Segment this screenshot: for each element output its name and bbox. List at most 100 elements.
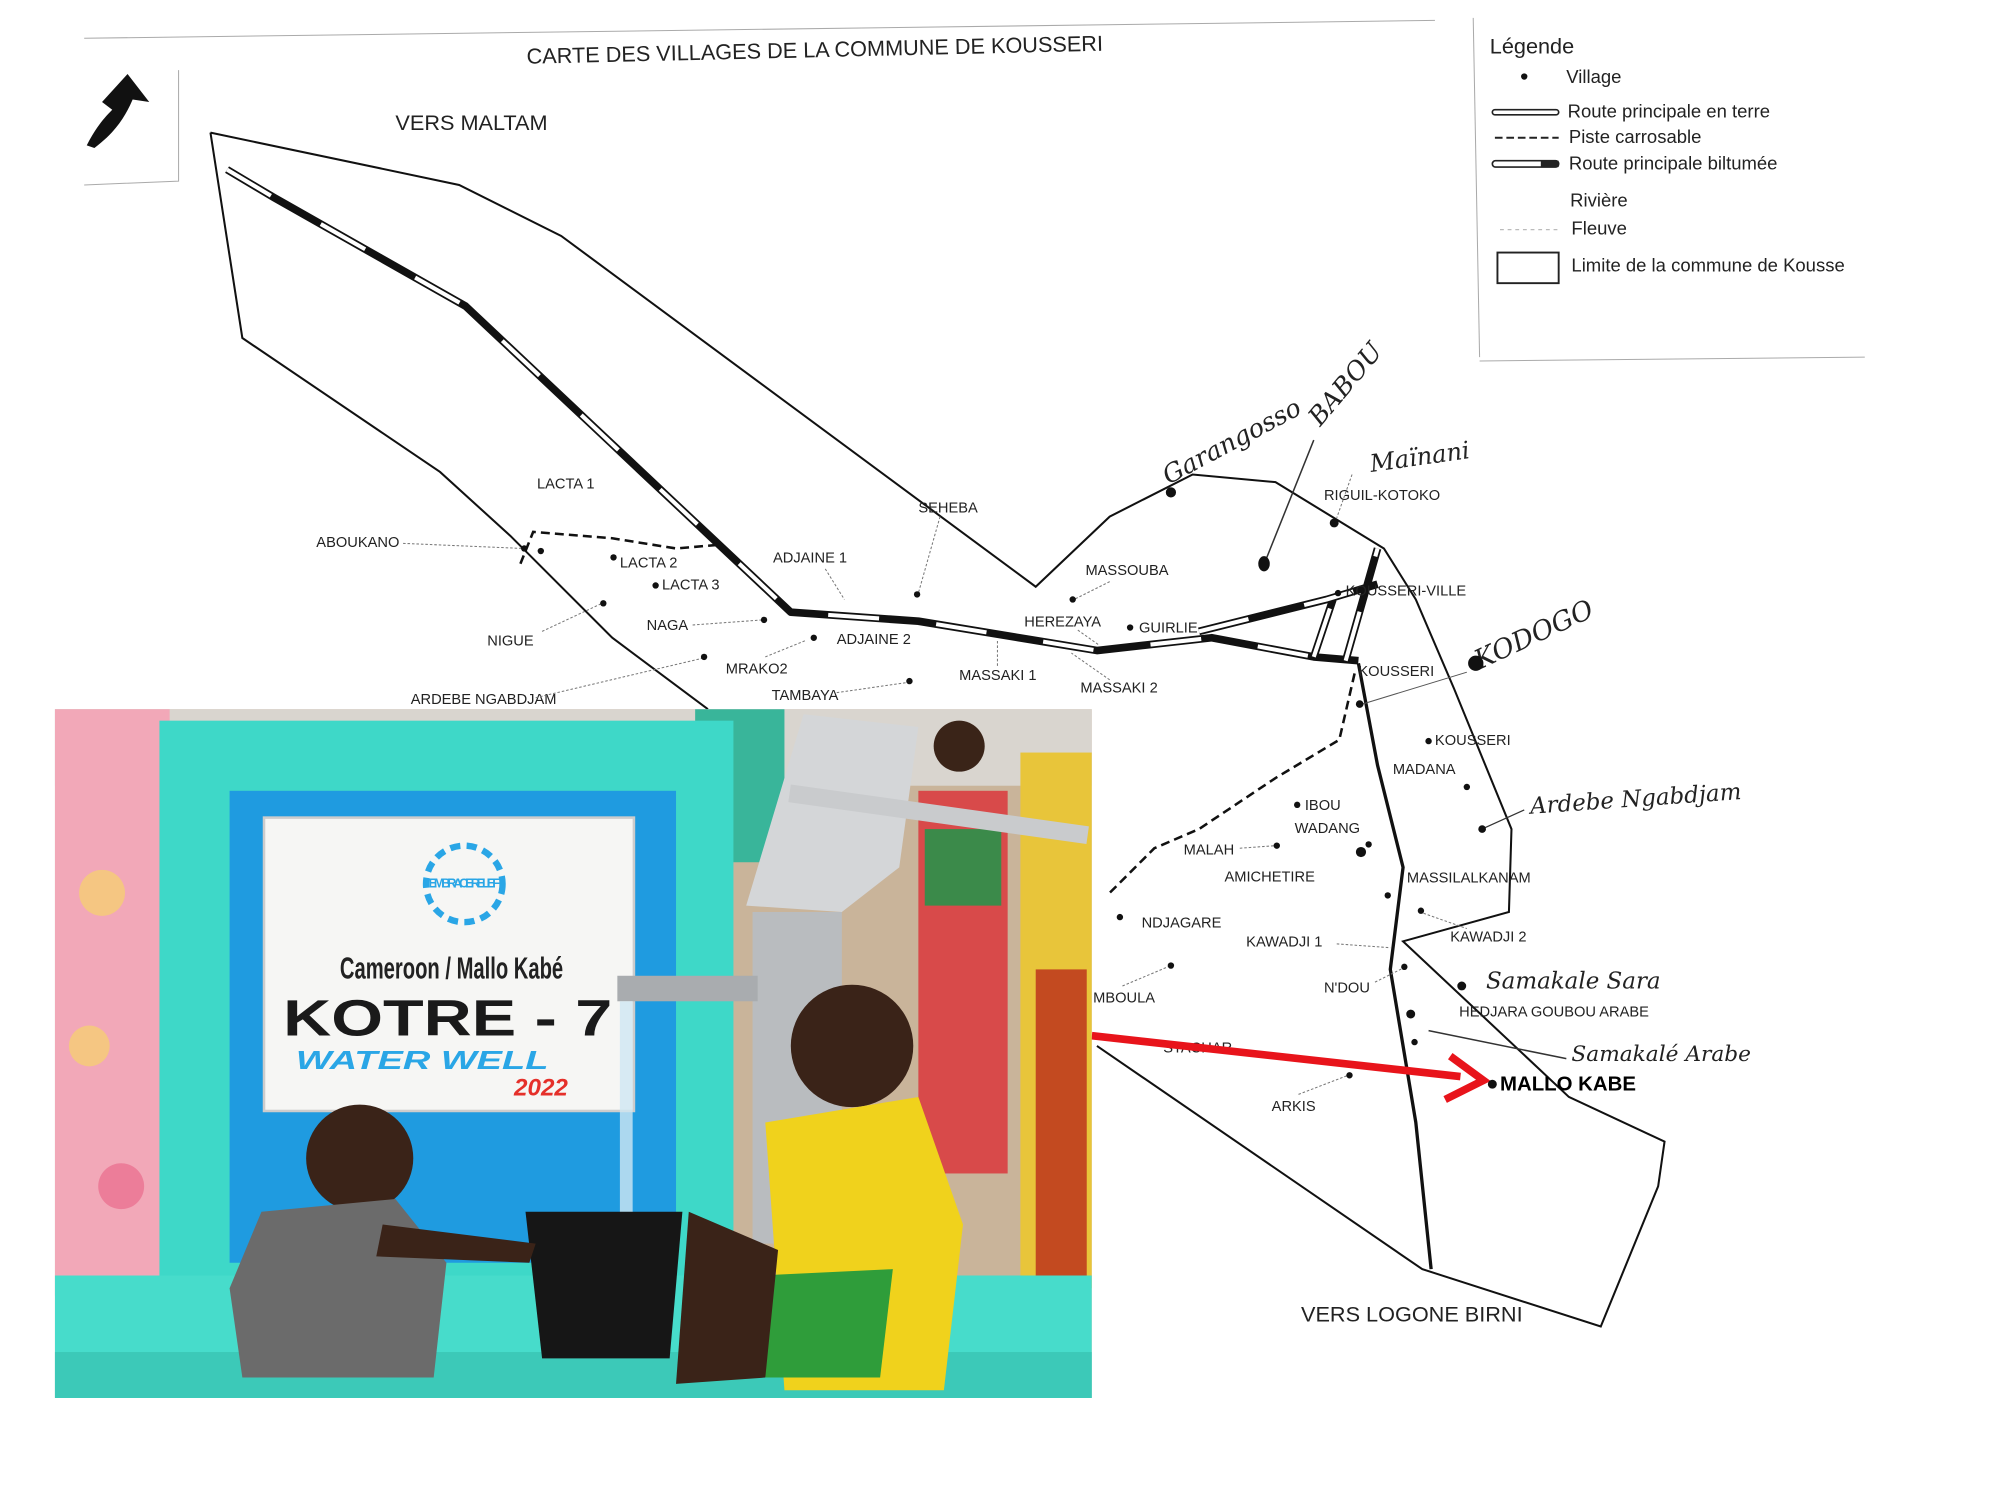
- village: KAWADJI 2: [1417, 907, 1527, 945]
- svg-text:LACTA 1: LACTA 1: [537, 477, 595, 493]
- village-labels: LACTA 1 ABOUKANO LACTA 2 LACTA 3 NIGUE N…: [316, 474, 1649, 1115]
- svg-text:KODOGO: KODOGO: [1469, 594, 1599, 677]
- svg-text:KAWADJI 2: KAWADJI 2: [1450, 929, 1526, 945]
- svg-text:WADANG: WADANG: [1295, 821, 1360, 837]
- sign-type: WATER WELL: [296, 1047, 549, 1075]
- legend-item: Limite de la commune de Kousse: [1571, 255, 1844, 276]
- mallo-kabe-label: MALLO KABE: [1500, 1074, 1636, 1096]
- village: HEDJARA GOUBOU ARABE: [1406, 1005, 1649, 1046]
- svg-text:NDJAGARE: NDJAGARE: [1142, 915, 1222, 931]
- village: WADANG: [1295, 821, 1372, 858]
- village: LACTA 1: [537, 477, 595, 555]
- legend-item: Route principale en terre: [1568, 100, 1770, 121]
- legend-earth-road-symbol: [1491, 108, 1560, 116]
- svg-text:Maïnani: Maïnani: [1367, 436, 1471, 478]
- pump-spout: [617, 975, 758, 1002]
- village: MASSAKI 1: [959, 640, 1037, 684]
- legend-item: Rivière: [1570, 190, 1628, 211]
- svg-text:Samakalé Arabe: Samakalé Arabe: [1571, 1042, 1751, 1067]
- sign-name: KOTRE - 7: [283, 990, 612, 1047]
- village: SEHEBA: [913, 501, 978, 598]
- village: MALAH: [1184, 842, 1280, 859]
- village: TAMBAYA: [772, 677, 913, 704]
- village: LACTA 3: [652, 577, 720, 593]
- svg-text:ADJAINE 2: ADJAINE 2: [837, 632, 911, 648]
- village: HEREZAYA: [1024, 614, 1101, 646]
- village: KOUSSERI: [1358, 664, 1434, 680]
- village: ARDEBE NGABDJAM: [411, 653, 708, 708]
- village: KAWADJI 1: [1246, 934, 1391, 950]
- bucket: [525, 1211, 683, 1359]
- village: MASSAKI 2: [1071, 652, 1158, 697]
- svg-text:N'DOU: N'DOU: [1324, 980, 1370, 996]
- legend-item: Route principale biltumée: [1569, 153, 1778, 174]
- village: MRAKO2: [726, 639, 807, 677]
- handwritten-annotations: Garangosso BABOU Maïnani KODOGO Ardebe N…: [1158, 336, 1751, 1068]
- svg-text:MASSAKI 1: MASSAKI 1: [959, 668, 1036, 684]
- svg-text:MASSILALKANAM: MASSILALKANAM: [1407, 871, 1531, 887]
- village: MADANA: [1393, 762, 1471, 791]
- scan-frame-lines: [84, 17, 1865, 362]
- svg-text:LACTA 3: LACTA 3: [662, 577, 720, 593]
- svg-text:TAMBAYA: TAMBAYA: [772, 688, 839, 704]
- legend-paved-road-fill: [1540, 160, 1559, 168]
- legend: Légende Village Route principale en terr…: [1490, 34, 1845, 285]
- red-arrow: [1091, 1031, 1461, 1081]
- village: GUIRLIE: [1126, 621, 1198, 637]
- svg-text:ARDEBE NGABDJAM: ARDEBE NGABDJAM: [411, 692, 557, 708]
- village: KOUSSERI: [1425, 733, 1511, 749]
- village: N'DOU: [1324, 963, 1408, 996]
- village: NAGA: [647, 616, 768, 634]
- svg-text:LACTA 2: LACTA 2: [620, 556, 678, 572]
- map-title: CARTE DES VILLAGES DE LA COMMUNE DE KOUS…: [526, 31, 1103, 69]
- child-right: [790, 984, 914, 1108]
- commune-boundary: [209, 131, 1666, 1328]
- village: NDJAGARE: [1116, 913, 1222, 931]
- svg-text:SEHEBA: SEHEBA: [918, 501, 978, 517]
- svg-text:RIGUIL-KOTOKO: RIGUIL-KOTOKO: [1324, 488, 1440, 504]
- svg-text:GUIRLIE: GUIRLIE: [1139, 621, 1198, 637]
- svg-text:MBOULA: MBOULA: [1093, 991, 1155, 1007]
- direction-south: VERS LOGONE BIRNI: [1301, 1301, 1523, 1326]
- svg-text:ARKIS: ARKIS: [1272, 1099, 1316, 1115]
- svg-text:MASSAKI 2: MASSAKI 2: [1080, 681, 1157, 697]
- village: AMICHETIRE: [1224, 869, 1315, 885]
- svg-text:MRAKO2: MRAKO2: [726, 661, 788, 677]
- well-photo: EMBRACE RELIEF Cameroon / Mallo Kabé KOT…: [54, 709, 1092, 1398]
- svg-text:Samakale Sara: Samakale Sara: [1486, 969, 1661, 995]
- svg-text:NIGUE: NIGUE: [487, 633, 534, 649]
- mallo-kabe-highlight: MALLO KABE: [1091, 1031, 1636, 1103]
- sign-logo-text: EMBRACE RELIEF: [429, 876, 501, 891]
- village: RIGUIL-KOTOKO: [1324, 474, 1440, 528]
- child-left: [306, 1104, 414, 1212]
- svg-text:MADANA: MADANA: [1393, 762, 1456, 778]
- village: KOUSSERI-VILLE: [1334, 584, 1466, 600]
- legend-boundary-symbol: [1496, 251, 1560, 285]
- legend-village-dot: [1521, 73, 1528, 80]
- village: MASSILALKANAM: [1384, 871, 1531, 899]
- sign-location: Cameroon / Mallo Kabé: [340, 951, 563, 985]
- sign-year: 2022: [513, 1075, 568, 1102]
- village: NIGUE: [487, 600, 607, 649]
- sign-board: [262, 816, 636, 1113]
- village: IBOU: [1294, 798, 1341, 814]
- svg-text:BABOU: BABOU: [1302, 336, 1390, 433]
- svg-text:Garangosso: Garangosso: [1158, 393, 1307, 491]
- svg-text:KAWADJI 1: KAWADJI 1: [1246, 934, 1322, 950]
- legend-title: Légende: [1490, 34, 1574, 59]
- north-arrow-icon: [86, 73, 150, 148]
- village: ADJAINE 1: [773, 551, 847, 600]
- svg-text:ADJAINE 1: ADJAINE 1: [773, 551, 847, 567]
- red-arrowhead: [1443, 1053, 1491, 1103]
- svg-text:IBOU: IBOU: [1305, 798, 1341, 814]
- legend-item: Piste carrosable: [1569, 126, 1702, 147]
- svg-text:ABOUKANO: ABOUKANO: [316, 535, 399, 551]
- pump-head: [746, 714, 919, 912]
- svg-text:MASSOUBA: MASSOUBA: [1085, 563, 1168, 579]
- svg-text:KOUSSERI: KOUSSERI: [1435, 733, 1511, 749]
- svg-text:MALAH: MALAH: [1184, 843, 1235, 859]
- village: MBOULA: [1093, 962, 1175, 1007]
- village: ARKIS: [1272, 1072, 1353, 1115]
- village: ADJAINE 2: [810, 632, 911, 648]
- svg-text:KOUSSERI: KOUSSERI: [1358, 664, 1434, 680]
